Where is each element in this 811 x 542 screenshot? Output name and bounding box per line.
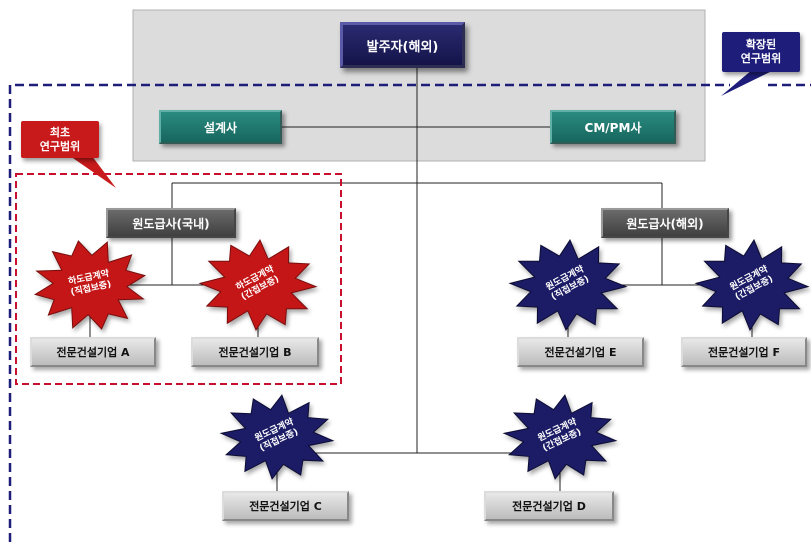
- extended-callout-pointer: [721, 70, 774, 96]
- initial-scope-callout-line1: 최초: [49, 125, 71, 139]
- initial-callout-pointer: [70, 156, 116, 188]
- subcontractor-e-box: 전문건설기업 E: [517, 337, 644, 367]
- designer-label: 설계사: [203, 120, 238, 135]
- subcontractor-b-box: 전문건설기업 B: [191, 337, 319, 367]
- subcontractor-a-label: 전문건설기업 A: [56, 346, 130, 359]
- cmpm-box: CM/PM사: [550, 110, 676, 144]
- burst-c-direct: [219, 394, 335, 480]
- subcontractor-c-label: 전문건설기업 C: [249, 500, 322, 513]
- burst-f-indirect: [694, 238, 810, 332]
- extended-scope-callout-line1: 확장된: [745, 38, 777, 51]
- subcontractor-f-label: 전문건설기업 F: [707, 346, 781, 359]
- gc-overseas-label: 원도급사(해외): [626, 216, 704, 231]
- gc-domestic-label: 원도급사(국내): [132, 216, 210, 231]
- subcontractor-b-label: 전문건설기업 B: [218, 346, 292, 359]
- subcontractor-a-box: 전문건설기업 A: [30, 337, 156, 367]
- initial-scope-callout-line2: 연구범위: [39, 139, 81, 153]
- initial-scope-border: [15, 173, 342, 385]
- extended-scope-callout-line2: 연구범위: [740, 52, 782, 65]
- extended-scope-border: [8, 83, 730, 542]
- subcontractor-f-box: 전문건설기업 F: [681, 337, 807, 367]
- designer-box: 설계사: [159, 110, 282, 144]
- burst-sub-indirect: [198, 238, 318, 332]
- initial-scope-callout: 최초 연구범위: [21, 121, 99, 158]
- cmpm-label: CM/PM사: [584, 120, 642, 135]
- subcontractor-d-box: 전문건설기업 D: [484, 491, 614, 521]
- extended-scope-callout: 확장된 연구범위: [722, 32, 800, 72]
- owner-label: 발주자(해외): [366, 39, 439, 55]
- gc-overseas-box: 원도급사(해외): [601, 208, 729, 238]
- burst-e-direct: [508, 238, 628, 332]
- subcontractor-c-box: 전문건설기업 C: [222, 491, 349, 521]
- gc-domestic-box: 원도급사(국내): [106, 208, 236, 238]
- burst-sub-direct: [33, 240, 147, 330]
- subcontractor-e-label: 전문건설기업 E: [544, 346, 617, 359]
- subcontractor-d-label: 전문건설기업 D: [512, 500, 586, 513]
- burst-d-indirect: [502, 394, 618, 480]
- owner-box: 발주자(해외): [340, 22, 465, 68]
